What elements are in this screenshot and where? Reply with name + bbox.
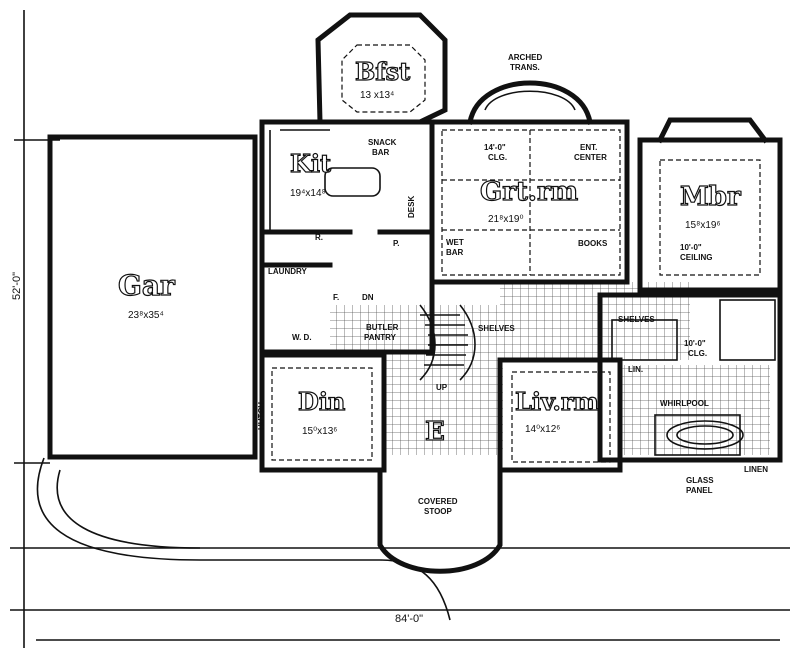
master-bedroom-name: Mbr <box>680 182 741 212</box>
whirlpool-tub <box>666 420 744 450</box>
hutch-label: HUTCH <box>257 402 266 430</box>
entry-tile <box>385 305 503 455</box>
dining-walls <box>259 352 387 473</box>
snack-bar-label: SNACK <box>368 138 397 147</box>
covered-stoop <box>377 467 503 574</box>
r-label: R. <box>315 233 323 242</box>
linen-closet-label: LIN. <box>628 365 643 374</box>
great-room-ceiling-2: CLG. <box>488 153 507 162</box>
wet-bar-label-2: BAR <box>446 248 464 257</box>
glass-panel-label-2: PANEL <box>686 486 713 495</box>
master-ceiling: 10'-0" <box>680 243 702 252</box>
glass-panel-label: GLASS <box>686 476 714 485</box>
master-bedroom-walls <box>637 137 783 293</box>
kitchen-name: Kit <box>290 149 331 178</box>
living-room-walls <box>497 357 623 473</box>
snack-bar-label-2: BAR <box>372 148 390 157</box>
overall-width: 84'-0" <box>395 613 423 625</box>
shelves-label-2: SHELVES <box>618 315 655 324</box>
snack-bar-counter <box>324 167 381 197</box>
desk-label: DESK <box>407 196 416 218</box>
overall-depth: 52'-0" <box>11 272 23 300</box>
entry-name: E <box>425 417 445 447</box>
breakfast-bay <box>315 12 448 125</box>
shelves-label: SHELVES <box>478 324 515 333</box>
driveway-curve-inner <box>56 469 201 549</box>
butler-pantry-label-2: PANTRY <box>364 333 397 342</box>
master-bath-walls <box>597 292 783 463</box>
overall-dimension-lines <box>10 10 790 648</box>
books-label: BOOKS <box>578 239 608 248</box>
dining-name: Din <box>298 387 345 416</box>
great-room-dims: 21⁸x19⁰ <box>488 214 523 225</box>
driveway-curve <box>36 457 451 621</box>
ent-center-label-2: CENTER <box>574 153 607 162</box>
great-room-ceiling: 14'-0" <box>484 143 506 152</box>
up-label: UP <box>436 383 448 392</box>
master-bedroom-dims: 15⁸x19⁶ <box>685 220 721 231</box>
bath-tile <box>620 365 770 455</box>
pantry-p-label: P. <box>393 239 400 248</box>
closet-ceiling: 10'-0" <box>684 339 706 348</box>
washer-dryer-label: W. D. <box>292 333 312 342</box>
stair-tile <box>330 305 385 350</box>
closet-ceiling-2: CLG. <box>688 349 707 358</box>
laundry-label: LAUNDRY <box>268 267 307 276</box>
great-room-name: Grt.rm <box>480 177 578 207</box>
butler-pantry-label: BUTLER <box>366 323 399 332</box>
covered-stoop-label: COVERED <box>418 497 458 506</box>
great-room-walls <box>429 119 630 285</box>
linen-label: LINEN <box>744 465 768 474</box>
master-ceiling-2: CEILING <box>680 253 712 262</box>
down-label: DN <box>362 293 374 302</box>
wet-bar-label: WET <box>446 238 464 247</box>
living-room-dims: 14⁰x12⁶ <box>525 424 560 435</box>
breakfast-name: Bfst <box>355 57 410 86</box>
breakfast-dims: 13 x13⁴ <box>360 90 394 101</box>
arched-trans-label-2: TRANS. <box>510 63 540 72</box>
great-room-arched-bay <box>467 80 593 125</box>
garage-dims: 23⁸x35⁴ <box>128 310 164 321</box>
arched-trans-label: ARCHED <box>508 53 542 62</box>
living-room-name: Liv.rm <box>515 387 599 416</box>
garage-name: Gar <box>118 269 176 302</box>
dining-dims: 15⁰x13⁶ <box>302 426 337 437</box>
whirlpool-label: WHIRLPOOL <box>660 399 709 408</box>
garage-walls <box>47 134 258 460</box>
kitchen-dims: 19⁴x14⁸ <box>290 188 326 199</box>
master-bay <box>656 117 769 144</box>
ent-center-label: ENT. <box>580 143 597 152</box>
covered-stoop-label-2: STOOP <box>424 507 453 516</box>
pantry-f-label: F. <box>333 293 339 302</box>
